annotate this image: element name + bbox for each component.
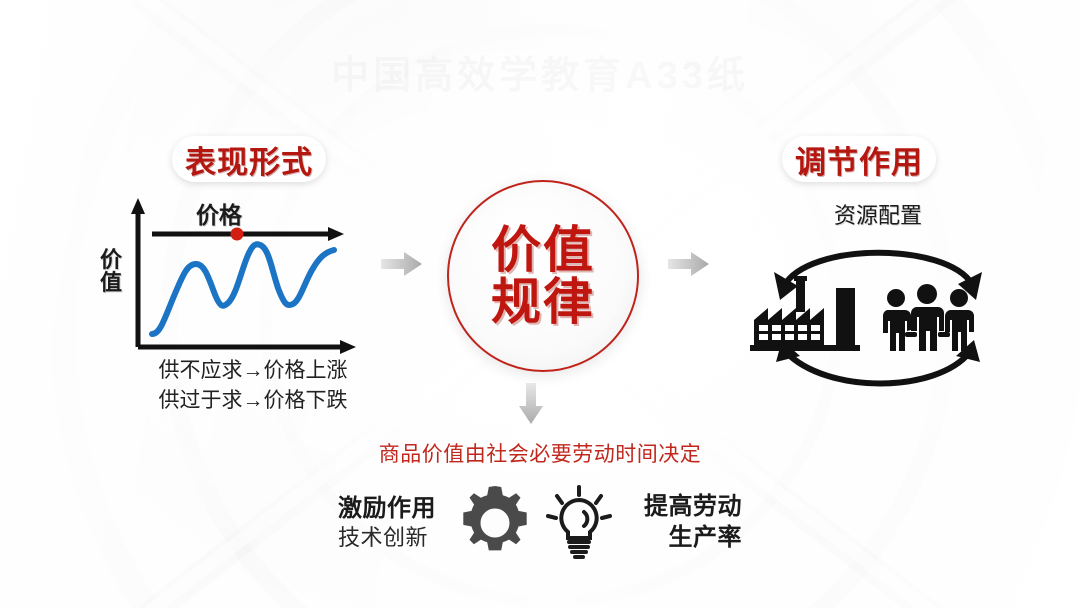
arrow-center-to-right: [668, 251, 710, 282]
bottom-icon-pair: [454, 482, 620, 564]
caption-line-2: 供过于求→价格下跌: [158, 388, 348, 412]
center-line-2: 规律: [491, 274, 595, 330]
lightbulb-icon: [546, 485, 612, 559]
arrow-left-to-center: [381, 251, 423, 282]
resource-allocation-graphic: [750, 228, 1006, 388]
cycle-arrow-top-right-head: [958, 272, 982, 300]
badge-left-label: 表现形式: [185, 144, 313, 180]
resource-allocation-label: 资源配置: [833, 203, 922, 228]
center-line-1: 价值: [491, 222, 595, 278]
bottom-incentive-row: 激励作用 技术创新: [330, 480, 750, 566]
incentive-text-block: 激励作用 技术创新: [338, 494, 450, 553]
chart-y-axis-label-text: 价值: [99, 247, 122, 296]
resource-cycle-svg: [750, 249, 982, 387]
cycle-arrow-bottom-right-head: [956, 340, 980, 362]
chart-captions: 供不应求→价格上涨 供过于求→价格下跌: [120, 356, 386, 416]
productivity-line-1: 提高劳动: [644, 493, 742, 521]
chart-price-curve: [149, 241, 337, 337]
badge-regulating-role: 调节作用: [782, 136, 936, 182]
price-value-chart: [96, 192, 364, 364]
cycle-arrow-top-left-head: [774, 272, 798, 300]
center-concept-circle: 价值 规律: [447, 180, 639, 372]
bottom-red-statement: 商品价值由社会必要劳动时间决定: [378, 443, 702, 466]
productivity-text-block: 提高劳动 生产率: [624, 492, 742, 553]
cycle-arc-bottom: [783, 349, 973, 387]
chart-top-label: 价格: [196, 202, 242, 228]
chart-svg: [131, 198, 356, 354]
caption-line-1: 供不应求→价格上涨: [158, 359, 348, 382]
badge-right-label: 调节作用: [795, 144, 923, 180]
chart-y-axis-label: 价值: [98, 248, 124, 294]
arrow-down-icon: [519, 383, 543, 424]
productivity-line-2: 生产率: [668, 524, 742, 552]
gear-icon: [463, 486, 527, 551]
arrow-center-to-bottom: [518, 383, 544, 430]
chart-equilibrium-marker: [230, 227, 244, 241]
cycle-arc-top: [781, 249, 975, 289]
incentive-subtitle: 技术创新: [338, 524, 429, 550]
arrow-right-icon: [381, 252, 422, 276]
arrow-right-icon: [668, 252, 709, 276]
incentive-title: 激励作用: [338, 494, 436, 522]
people-group-icon: [882, 284, 974, 351]
watermark-text: 中国高效学教育A33纸: [0, 44, 1080, 99]
chart-y-axis-arrowhead: [131, 198, 145, 214]
factory-icon: [750, 276, 860, 351]
chart-reference-arrowhead: [328, 227, 344, 241]
chart-x-axis-arrowhead: [340, 340, 356, 354]
badge-expression-form: 表现形式: [172, 136, 326, 182]
